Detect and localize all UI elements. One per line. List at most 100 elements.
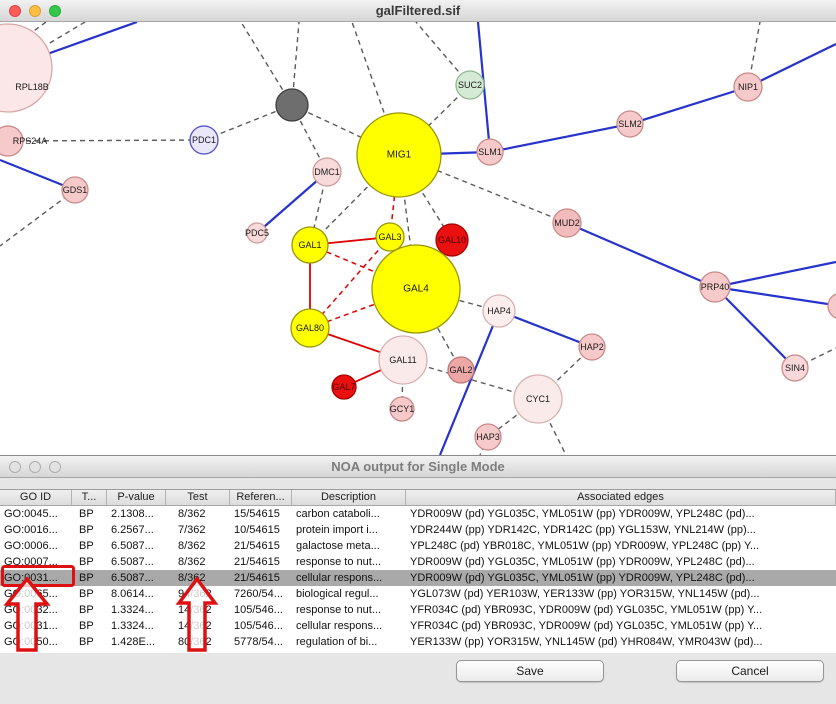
graph-edge[interactable] [629,85,749,126]
graph-node-GAL3[interactable] [375,222,405,252]
graph-node-HAP3[interactable] [474,423,502,451]
table-cell: YDR009W (pd) YGL035C, YML051W (pp) YDR00… [410,508,755,520]
graph-edge[interactable] [291,104,400,156]
graph-node-GAL1[interactable] [291,226,329,264]
close-button[interactable] [9,461,21,473]
graph-node-CYC1[interactable] [513,374,563,424]
column-header-referen-[interactable]: Referen... [230,490,292,505]
noa-window-titlebar[interactable]: NOA output for Single Mode [0,456,836,478]
network-canvas[interactable]: RPL18BRPS24AGDS1PDC1DMC1MIG1SUC2SLM1SLM2… [0,22,836,455]
graph-node-HAP2[interactable] [578,333,606,361]
graph-edge[interactable] [351,22,400,156]
column-header-associated-edges[interactable]: Associated edges [406,490,836,505]
graph-node-GAL11[interactable] [378,335,428,385]
graph-node-RPL18B[interactable] [0,23,53,113]
graph-edge[interactable] [7,139,205,142]
graph-node-GAL2[interactable] [447,356,475,384]
column-header-p-value[interactable]: P-value [107,490,166,505]
zoom-button[interactable] [49,5,61,17]
table-cell: galactose meta... [296,540,380,552]
graph-node-PRP40[interactable] [699,271,731,303]
table-cell: response to nut... [296,604,381,616]
table-cell: 105/546... [234,620,283,632]
graph-node-NIP1[interactable] [733,72,763,102]
graph-edge[interactable] [714,285,836,307]
graph-edge[interactable] [0,189,76,247]
graph-node-HAP4[interactable] [482,294,516,328]
column-header-t-[interactable]: T... [72,490,107,505]
column-header-go-id[interactable]: GO ID [0,490,72,505]
graph-node-N1[interactable] [275,88,309,122]
column-header-test[interactable]: Test [166,490,230,505]
graph-node-DMC1[interactable] [312,157,342,187]
table-cell: biological regul... [296,588,379,600]
graph-node-GDS1[interactable] [61,176,89,204]
table-cell: YGL073W (pd) YER103W, YER133W (pp) YOR31… [410,588,760,600]
graph-node-GCY1[interactable] [389,396,415,422]
table-cell: 1.3324... [111,604,154,616]
graph-node-EDGE_R[interactable] [827,293,836,319]
table-cell: YFR034C (pd) YBR093C, YDR009W (pd) YGL03… [410,604,763,616]
table-cell: 15/54615 [234,508,280,520]
graph-node-PDC1[interactable] [189,125,219,155]
zoom-button[interactable] [49,461,61,473]
minimize-button[interactable] [29,5,41,17]
graph-edge[interactable] [415,288,462,371]
noa-window-title: NOA output for Single Mode [331,459,505,474]
graph-edge[interactable] [203,104,293,141]
graph-edge[interactable] [794,347,836,369]
graph-node-SUC2[interactable] [455,70,485,100]
table-cell: 21/54615 [234,540,280,552]
graph-edge[interactable] [398,154,568,224]
column-header-description[interactable]: Description [292,490,406,505]
graph-edge[interactable] [714,286,796,369]
graph-node-SIN4[interactable] [781,354,809,382]
graph-node-GAL80[interactable] [290,308,330,348]
graph-edge[interactable] [438,310,501,455]
graph-node-GAL7[interactable] [331,374,357,400]
table-cell: 5778/54... [234,636,283,648]
graph-node-GAL4[interactable] [371,244,461,334]
table-cell: YFR034C (pd) YBR093C, YDR009W (pd) YGL03… [410,620,763,632]
graph-edge[interactable] [566,221,716,289]
graph-node-GAL10[interactable] [435,223,469,257]
table-cell: GO:0031... [4,620,58,632]
graph-node-PDC5[interactable] [246,222,268,244]
graph-node-RPS24A[interactable] [0,125,24,157]
table-cell: cellular respons... [296,572,383,584]
save-button[interactable]: Save [456,660,604,682]
graph-edge[interactable] [747,43,836,88]
graph-edge[interactable] [309,236,391,329]
close-button[interactable] [9,5,21,17]
graph-edge[interactable] [489,122,631,154]
graph-edge[interactable] [398,154,453,241]
table-cell: carbon cataboli... [296,508,380,520]
table-cell: BP [79,636,94,648]
network-window-titlebar[interactable]: galFiltered.sif [0,0,836,22]
graph-node-SLM2[interactable] [616,110,644,138]
graph-edge[interactable] [714,260,836,289]
graph-node-MUD2[interactable] [552,208,582,238]
table-cell: BP [79,620,94,632]
table-cell: 8/362 [178,572,206,584]
graph-edge[interactable] [256,171,328,234]
graph-edge[interactable] [240,22,293,106]
traffic-lights [9,5,61,17]
graph-node-SLM1[interactable] [476,138,504,166]
cancel-button[interactable]: Cancel [676,660,824,682]
table-cell: protein import i... [296,524,378,536]
table-cell: 8/362 [178,508,206,520]
graph-node-MIG1[interactable] [356,112,442,198]
table-cell: GO:0065... [4,588,58,600]
table-cell: YDR244W (pp) YDR142C, YDR142C (pp) YGL15… [410,524,756,536]
minimize-button[interactable] [29,461,41,473]
